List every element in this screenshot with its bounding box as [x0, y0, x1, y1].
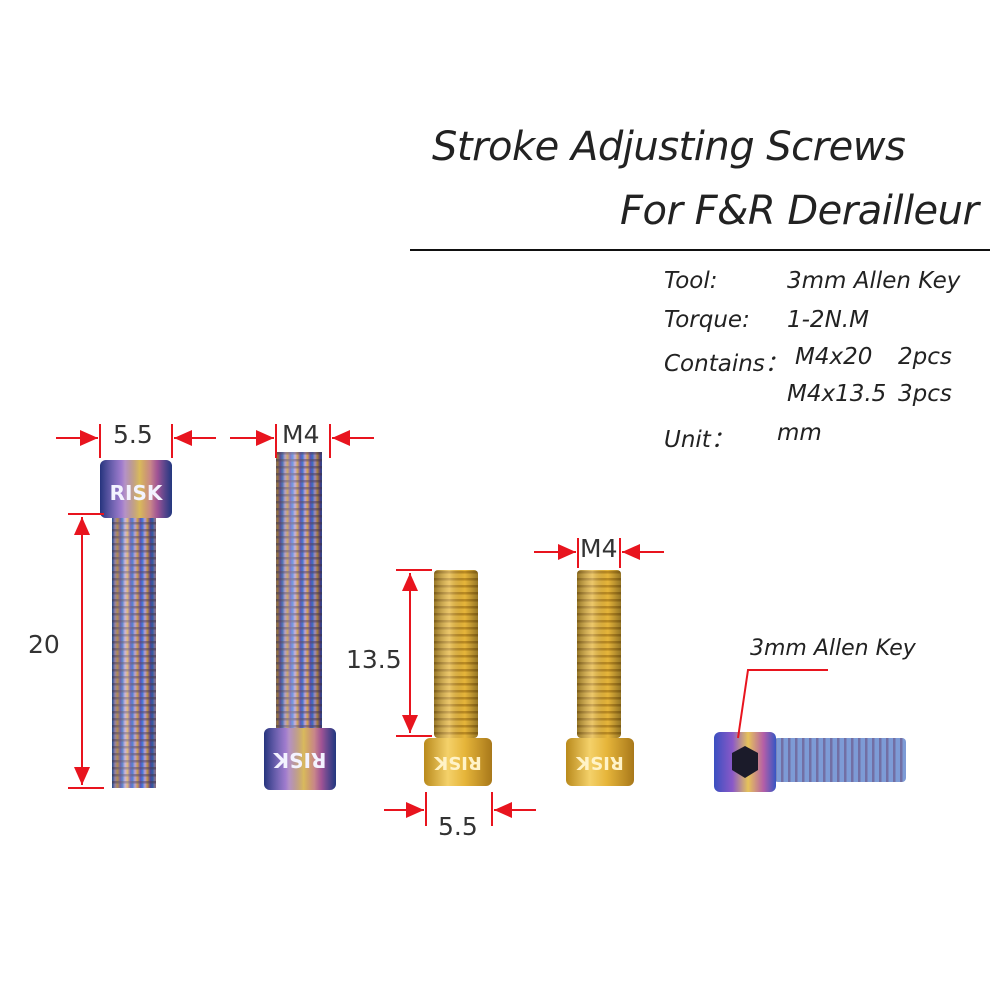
- page-title-line1: Stroke Adjusting Screws: [432, 124, 906, 170]
- screw3-brand-mark: RISK: [433, 752, 482, 773]
- dim-short-thread: [534, 538, 664, 568]
- dim-long-head-width: [56, 424, 216, 458]
- spec-item2-qty: 3pcs: [898, 381, 952, 407]
- dim-label-long-head: 5.5: [113, 420, 153, 449]
- spec-tool-value: 3mm Allen Key: [787, 268, 961, 294]
- title-divider: [410, 249, 990, 251]
- dim-label-short-head: 5.5: [438, 812, 478, 841]
- spec-item1-qty: 2pcs: [898, 344, 952, 370]
- screw4-head: [566, 738, 634, 786]
- spec-torque-label: Torque:: [664, 307, 750, 333]
- page-title-line2: For F&R Derailleur: [620, 188, 979, 234]
- dim-long-length: [68, 513, 104, 789]
- dim-short-head-width: [384, 792, 536, 826]
- screw-m4x13.5-b: RISK: [566, 570, 634, 786]
- spec-contains-label: Contains：: [664, 351, 788, 377]
- spec-item2-size: M4x13.5: [787, 381, 887, 407]
- screw1-brand-mark: RISK: [110, 481, 164, 505]
- dim-label-short-thread: M4: [580, 534, 618, 563]
- screw5-thread: [774, 738, 906, 782]
- allen-key-callout: 3mm Allen Key: [750, 636, 916, 661]
- dim-long-thread: [230, 424, 374, 458]
- dim-label-short-length: 13.5: [346, 645, 402, 674]
- spec-item1-size: M4x20: [795, 344, 873, 370]
- screw4-brand-mark: RISK: [575, 752, 624, 773]
- spec-unit-label: Unit：: [664, 427, 734, 453]
- screw-m4x13.5-a: RISK: [424, 570, 492, 786]
- dim-short-length: [396, 569, 432, 737]
- hex-socket-icon: [732, 746, 758, 778]
- screw2-brand-mark: RISK: [272, 748, 326, 772]
- screw-horizontal: [714, 732, 906, 792]
- screw-m4x20-head-up: RISK: [100, 460, 172, 788]
- screw3-head: [424, 738, 492, 786]
- spec-unit-value: mm: [777, 420, 822, 446]
- spec-torque-value: 1-2N.M: [787, 307, 869, 333]
- screw-m4x20-head-down: RISK: [264, 452, 336, 790]
- dim-label-long-thread: M4: [282, 420, 320, 449]
- allen-key-leader: [737, 669, 828, 739]
- dim-label-long-length: 20: [28, 630, 60, 659]
- spec-tool-label: Tool:: [664, 268, 718, 294]
